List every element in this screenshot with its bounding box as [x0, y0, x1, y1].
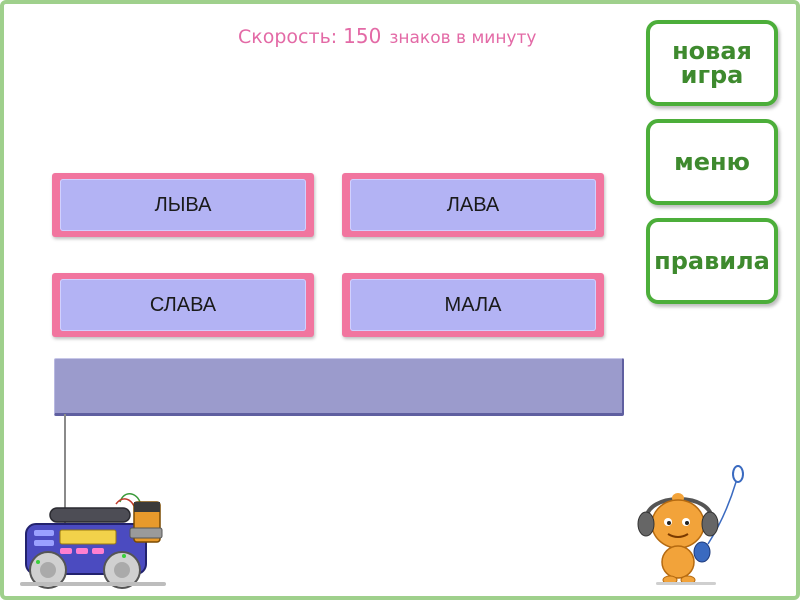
speed-indicator: Скорость:150 знаков в минуту	[238, 24, 536, 48]
rules-button[interactable]: правила	[646, 218, 778, 304]
answer-bar	[54, 358, 624, 416]
word-option-1[interactable]: ЛЫВА	[52, 173, 314, 237]
speed-label: Скорость:	[238, 26, 338, 48]
word-option-2[interactable]: ЛАВА	[342, 173, 604, 237]
word-option-4[interactable]: МАЛА	[342, 273, 604, 337]
word-option-label: СЛАВА	[60, 279, 306, 331]
new-game-label-line1: новая	[672, 37, 752, 65]
word-option-3[interactable]: СЛАВА	[52, 273, 314, 337]
word-option-label: МАЛА	[350, 279, 596, 331]
word-option-label: ЛЫВА	[60, 179, 306, 231]
speed-unit: знаков в минуту	[389, 28, 537, 48]
new-game-button[interactable]: новая игра	[646, 20, 778, 106]
rules-button-label: правила	[654, 247, 770, 275]
speed-value: 150	[343, 24, 382, 48]
menu-button-label: меню	[674, 148, 750, 176]
radio-robot-icon	[20, 493, 166, 589]
word-option-label: ЛАВА	[350, 179, 596, 231]
radio-antenna	[64, 414, 66, 524]
new-game-label-line2: игра	[680, 61, 744, 89]
menu-button[interactable]: меню	[646, 119, 778, 205]
orange-mascot-headphones-icon	[637, 465, 744, 585]
